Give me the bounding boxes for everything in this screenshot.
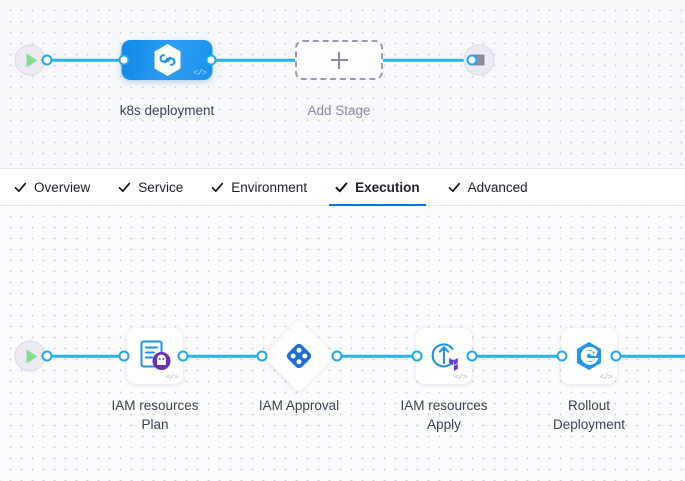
step-node-iam-resources-apply-label: IAM resources Apply	[400, 398, 488, 432]
add-stage-label: Add Stage	[307, 103, 371, 118]
wire-start-to-stage	[34, 58, 124, 62]
step-node-iam-resources-plan-label: IAM resources Plan	[111, 398, 199, 432]
start-node[interactable]	[14, 44, 46, 76]
tab-advanced-label: Advanced	[467, 179, 528, 195]
step-node-iam-resources-apply[interactable]: </>	[416, 328, 472, 384]
tab-execution-label: Execution	[355, 179, 420, 195]
tab-overview[interactable]: Overview	[0, 169, 104, 205]
play-icon	[26, 53, 38, 67]
wire-start-to-step1	[34, 354, 134, 358]
tab-environment-label: Environment	[231, 179, 308, 195]
check-icon	[211, 181, 224, 194]
wire-stage-to-addstage	[211, 58, 301, 62]
step1-output-port[interactable]	[177, 350, 189, 362]
step4-input-port[interactable]	[556, 350, 568, 362]
check-icon	[335, 181, 348, 194]
harness-service-icon	[154, 44, 180, 76]
stage-node-label: k8s deployment	[119, 103, 215, 118]
terraform-apply-icon	[431, 343, 458, 372]
wire-step4-to-next	[616, 354, 685, 358]
execution-start-port[interactable]	[41, 350, 53, 362]
wire-step1-to-step2	[183, 354, 300, 358]
wire-step2-to-step3	[337, 354, 417, 358]
tab-execution[interactable]: Execution	[321, 169, 434, 206]
tab-environment[interactable]: Environment	[197, 169, 321, 205]
check-icon	[14, 181, 27, 194]
execution-canvas[interactable]: </> IAM resources Plan IAM Approval	[0, 206, 685, 481]
check-icon	[448, 181, 461, 194]
stage-node-k8s-deployment[interactable]: </>	[121, 40, 213, 80]
tab-service[interactable]: Service	[104, 169, 197, 205]
tab-advanced[interactable]: Advanced	[434, 169, 542, 205]
wire-addstage-to-end	[382, 58, 472, 62]
step4-output-port[interactable]	[610, 350, 622, 362]
approval-icon-wrap	[284, 341, 314, 371]
stage-node-input-port[interactable]	[118, 54, 130, 66]
start-node-port[interactable]	[41, 54, 53, 66]
code-badge-icon: </>	[454, 374, 468, 382]
end-node[interactable]	[463, 44, 495, 76]
step3-output-port[interactable]	[466, 350, 478, 362]
tab-service-label: Service	[138, 179, 184, 195]
stage-tabs[interactable]: Overview Service Environment Execution A	[0, 168, 685, 206]
tab-overview-label: Overview	[34, 179, 91, 195]
stage-canvas[interactable]: </> k8s deployment Add Stage	[0, 0, 685, 168]
add-stage-button[interactable]	[295, 40, 383, 80]
stop-icon	[473, 54, 485, 66]
plus-icon	[330, 51, 348, 69]
play-icon	[26, 349, 38, 363]
step2-input-port[interactable]	[256, 350, 268, 362]
step-node-iam-resources-plan[interactable]: </>	[127, 328, 183, 384]
step1-input-port[interactable]	[118, 350, 130, 362]
code-badge-icon: </>	[165, 374, 179, 382]
step-node-rollout-deployment[interactable]: </>	[561, 328, 617, 384]
wire-step3-to-step4	[472, 354, 562, 358]
step3-input-port[interactable]	[411, 350, 423, 362]
step2-output-port[interactable]	[331, 350, 343, 362]
check-icon	[118, 181, 131, 194]
approval-icon	[286, 343, 312, 369]
code-badge-icon: </>	[193, 69, 207, 78]
rollout-deployment-icon	[577, 342, 601, 370]
stage-node-output-port[interactable]	[205, 54, 217, 66]
step-node-rollout-deployment-label: Rollout Deployment	[552, 398, 626, 432]
execution-start-node[interactable]	[14, 340, 46, 372]
step-node-iam-approval-label: IAM Approval	[258, 398, 340, 413]
code-badge-icon: </>	[599, 374, 613, 382]
end-node-port[interactable]	[466, 54, 478, 66]
terraform-plan-icon	[140, 340, 171, 370]
